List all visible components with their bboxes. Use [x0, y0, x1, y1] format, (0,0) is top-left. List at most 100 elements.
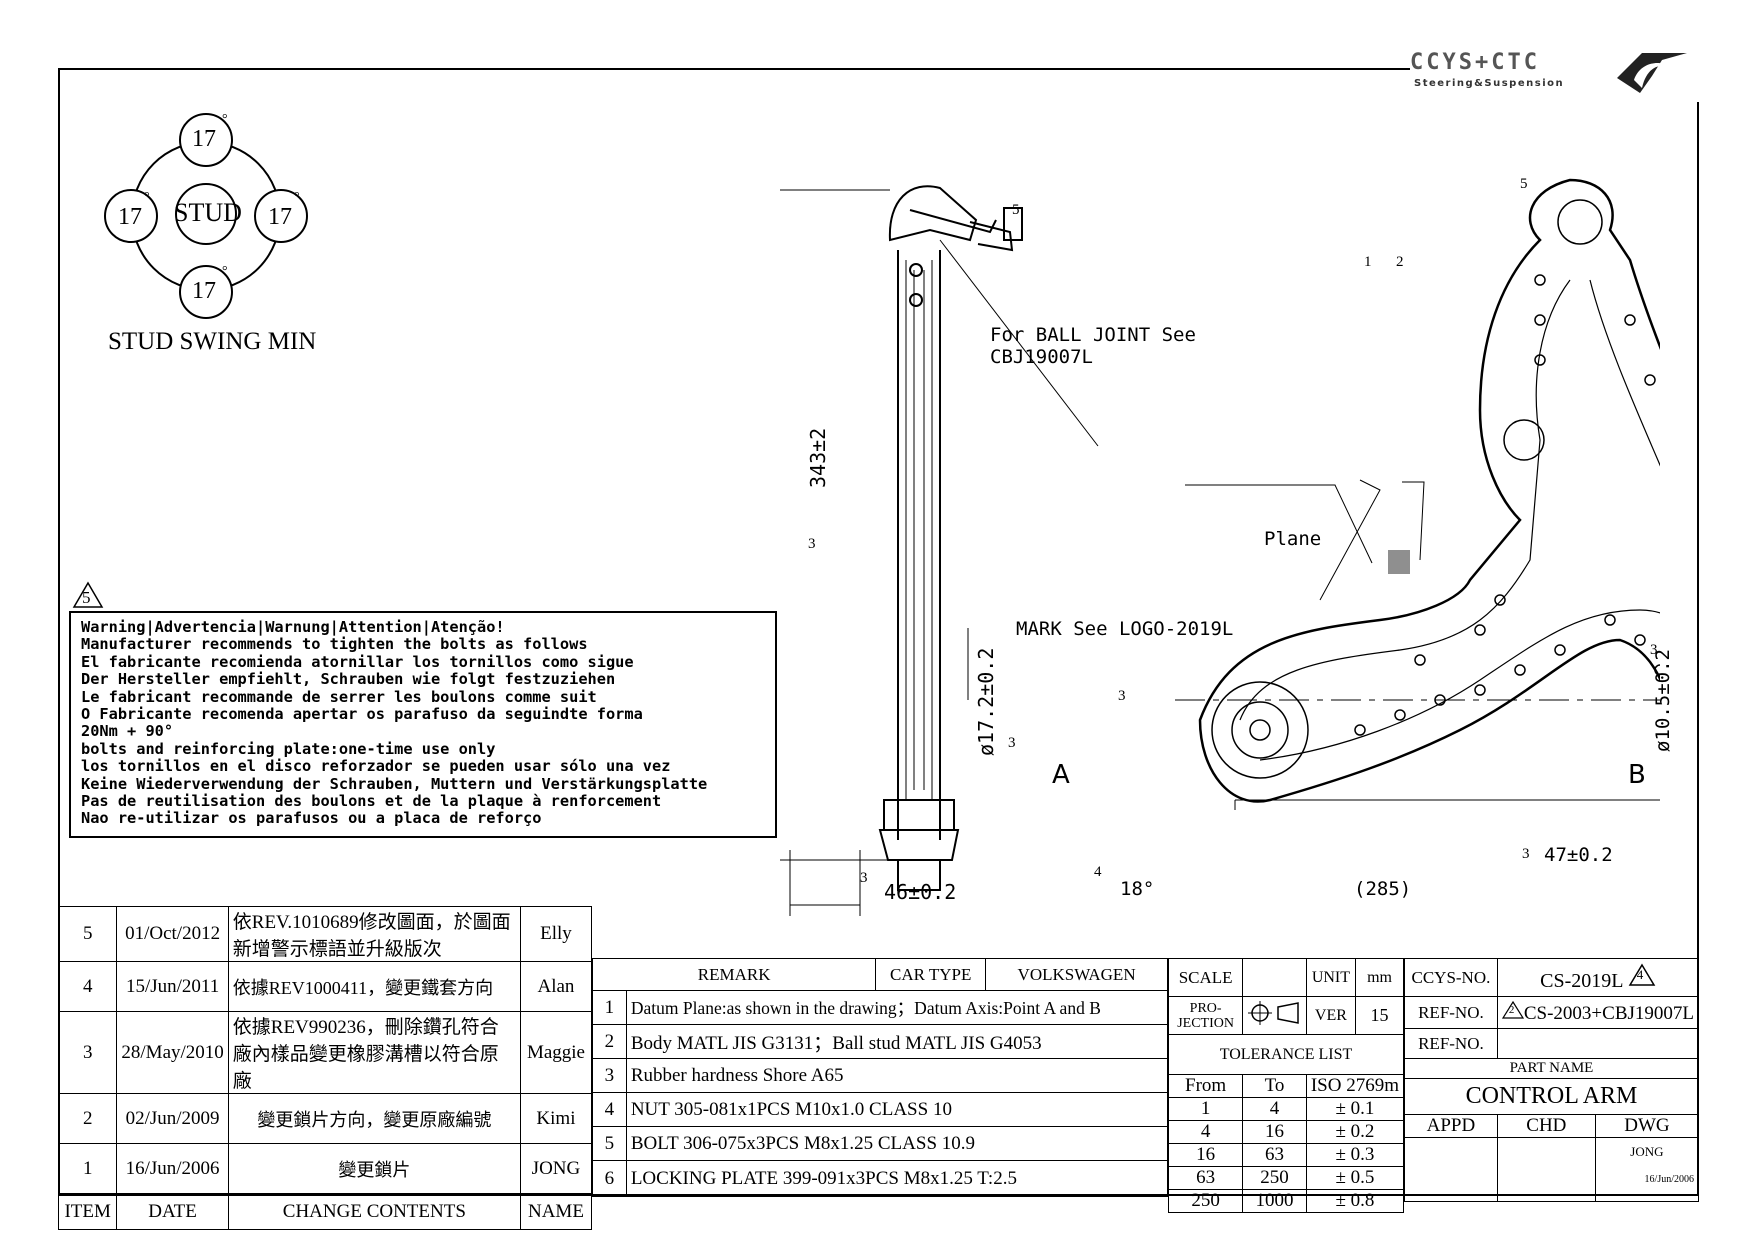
car-type-value: VOLKSWAGEN — [985, 958, 1168, 991]
table-row: 250 1000 ± 0.8 — [1167, 1189, 1405, 1213]
ccys-no-text: CS-2019L — [1540, 969, 1623, 992]
scale-label: SCALE — [1167, 958, 1244, 997]
ball-joint-note-line1: For BALL JOINT See — [990, 324, 1196, 346]
stud-label: STUD — [174, 198, 242, 227]
table-row: 63 250 ± 0.5 — [1167, 1166, 1405, 1190]
dwg-label: DWG — [1594, 1114, 1700, 1138]
ccys-no-value: CS-2019L 4 — [1496, 958, 1700, 997]
ref-no-2-value — [1496, 1028, 1700, 1059]
angle-dimension: 18° — [1120, 878, 1155, 900]
ccys-rev-number: 4 — [1636, 966, 1644, 982]
arm-rev-mark: 3 — [1118, 688, 1126, 704]
stud-swing-angle-top: 17 — [192, 126, 216, 152]
logo-swoosh-icon — [1617, 53, 1687, 93]
width-rev-mark: 3 — [860, 870, 868, 886]
table-row: PRO- JECTION VER 15 — [1167, 996, 1404, 1035]
rev-name: Alan — [519, 961, 593, 1012]
warning-box: Warning|Advertencia|Warnung|Attention|At… — [69, 611, 777, 838]
table-row: 4 15/Jun/2011 依據REV1000411，變更鐵套方向 Alan — [57, 961, 593, 1012]
ccys-no-label: CCYS-NO. — [1404, 958, 1498, 997]
dwg-date: 16/Jun/2006 — [1644, 1174, 1694, 1185]
tol-value: ± 0.2 — [1305, 1120, 1405, 1144]
degree-symbol: ° — [144, 190, 150, 205]
width-dimension: 46±0.2 — [884, 880, 957, 904]
rev-date: 15/Jun/2011 — [116, 961, 229, 1012]
table-row: 3 28/May/2010 依據REV990236，刪除鑽孔符合廠內樣品變更橡膠… — [57, 1011, 593, 1094]
warning-line: bolts and reinforcing plate:one-time use… — [81, 739, 496, 758]
remark-header: REMARK — [591, 958, 877, 991]
remark-no: 6 — [592, 1160, 627, 1197]
table-row: ITEM DATE CHANGE CONTENTS NAME — [57, 1193, 593, 1230]
table-row: JONG 16/Jun/2006 — [1404, 1137, 1700, 1202]
ref-rev-number: 2 — [1508, 1003, 1515, 1016]
table-row: 16 63 ± 0.3 — [1167, 1143, 1405, 1167]
bushing-diameter-rev-mark: 3 — [1650, 642, 1658, 658]
table-row: CONTROL ARM — [1404, 1078, 1699, 1115]
scale-tolerance-block: SCALE UNIT mm PRO- JECTION VER 15 TOLERA… — [1167, 958, 1405, 1213]
tol-from: 16 — [1167, 1143, 1244, 1167]
bushing-width-dimension: 47±0.2 — [1544, 844, 1613, 866]
table-row: 3 Rubber hardness Shore A65 — [592, 1058, 1169, 1093]
table-row: REF-NO. — [1404, 1028, 1700, 1059]
plane-label: Plane — [1264, 528, 1322, 550]
ref-no-label: REF-NO. — [1404, 996, 1498, 1029]
revision-triangle-icon — [1628, 963, 1656, 986]
table-row: REMARK CAR TYPE VOLKSWAGEN — [591, 958, 1168, 991]
rev-name: Elly — [519, 906, 593, 962]
warning-line: 20Nm + 90° — [81, 722, 174, 741]
top-rev-mark-5: 5 — [1520, 176, 1528, 192]
warning-line: Nao re-utilizar os parafusos ou a placa … — [81, 809, 542, 828]
table-row: APPD CHD DWG — [1404, 1114, 1700, 1138]
rev-item: 5 — [57, 906, 118, 962]
table-row: TOLERANCE LIST — [1168, 1034, 1404, 1075]
ball-joint-rev-mark: 5 — [1012, 202, 1020, 218]
bushing-width-rev-mark: 3 — [1522, 846, 1530, 862]
degree-symbol: ° — [222, 264, 228, 279]
degree-symbol: ° — [222, 112, 228, 127]
warning-line: Keine Wiederverwendung der Schrauben, Mu… — [81, 774, 708, 793]
stud-swing-angle-bottom: 17 — [192, 278, 216, 304]
revision-triangle-icon — [1501, 1000, 1524, 1019]
remarks-table: REMARK CAR TYPE VOLKSWAGEN 1 Datum Plane… — [591, 958, 1169, 1197]
tol-from: 4 — [1167, 1120, 1244, 1144]
table-row: 5 01/Oct/2012 依REV.1010689修改圖面，於圖面新增警示標語… — [57, 906, 593, 962]
rev-date: 02/Jun/2009 — [116, 1093, 229, 1144]
table-row: 2 Body MATL JIS G3131；Ball stud MATL JIS… — [592, 1024, 1169, 1059]
tol-to: 16 — [1242, 1120, 1307, 1144]
rev-item: 4 — [57, 961, 118, 1012]
part-name-value: CONTROL ARM — [1404, 1078, 1699, 1115]
angle-rev-mark: 4 — [1094, 864, 1102, 880]
rev-contents: 變更鎖片方向，變更原廠編號 — [227, 1093, 521, 1144]
rev-date: 28/May/2010 — [116, 1011, 229, 1094]
ref-rev-mark: 2 — [1501, 1000, 1524, 1025]
remark-text: LOCKING PLATE 399-091x3PCS M8x1.25 T:2.5 — [625, 1160, 1169, 1197]
rev-contents: 依據REV1000411，變更鐵套方向 — [227, 961, 521, 1012]
bushing-diameter-dimension: ø10.5±0.2 — [1652, 649, 1674, 752]
span-dimension: (285) — [1354, 878, 1412, 900]
tol-header-from: From — [1167, 1074, 1244, 1098]
chd-label: CHD — [1496, 1114, 1596, 1138]
tol-to: 1000 — [1242, 1189, 1307, 1213]
car-type-header: CAR TYPE — [875, 958, 987, 991]
projection-symbol — [1242, 996, 1307, 1035]
tol-from: 1 — [1167, 1097, 1244, 1121]
rev-header-name: NAME — [519, 1193, 593, 1230]
ref-no-2-label: REF-NO. — [1404, 1028, 1498, 1059]
tol-header-to: To — [1242, 1074, 1307, 1098]
projection-label: PRO- JECTION — [1167, 996, 1244, 1035]
length-rev-mark: 3 — [808, 536, 816, 552]
tol-to: 63 — [1242, 1143, 1307, 1167]
tol-value: ± 0.8 — [1305, 1189, 1405, 1213]
remark-text: Body MATL JIS G3131；Ball stud MATL JIS G… — [625, 1024, 1169, 1059]
tol-value: ± 0.1 — [1305, 1097, 1405, 1121]
ccys-rev-mark: 4 — [1628, 963, 1656, 993]
warning-line: O Fabricante recomenda apertar os parafu… — [81, 705, 643, 724]
tol-to: 4 — [1242, 1097, 1307, 1121]
rev-header-contents: CHANGE CONTENTS — [227, 1193, 521, 1230]
company-logo: CCYS+CTC Steering&Suspension — [1410, 48, 1710, 102]
warning-line: Der Hersteller empfiehlt, Schrauben wie … — [81, 670, 616, 689]
revision-table: 5 01/Oct/2012 依REV.1010689修改圖面，於圖面新增警示標語… — [57, 906, 593, 1230]
unit-label: UNIT — [1305, 958, 1357, 997]
